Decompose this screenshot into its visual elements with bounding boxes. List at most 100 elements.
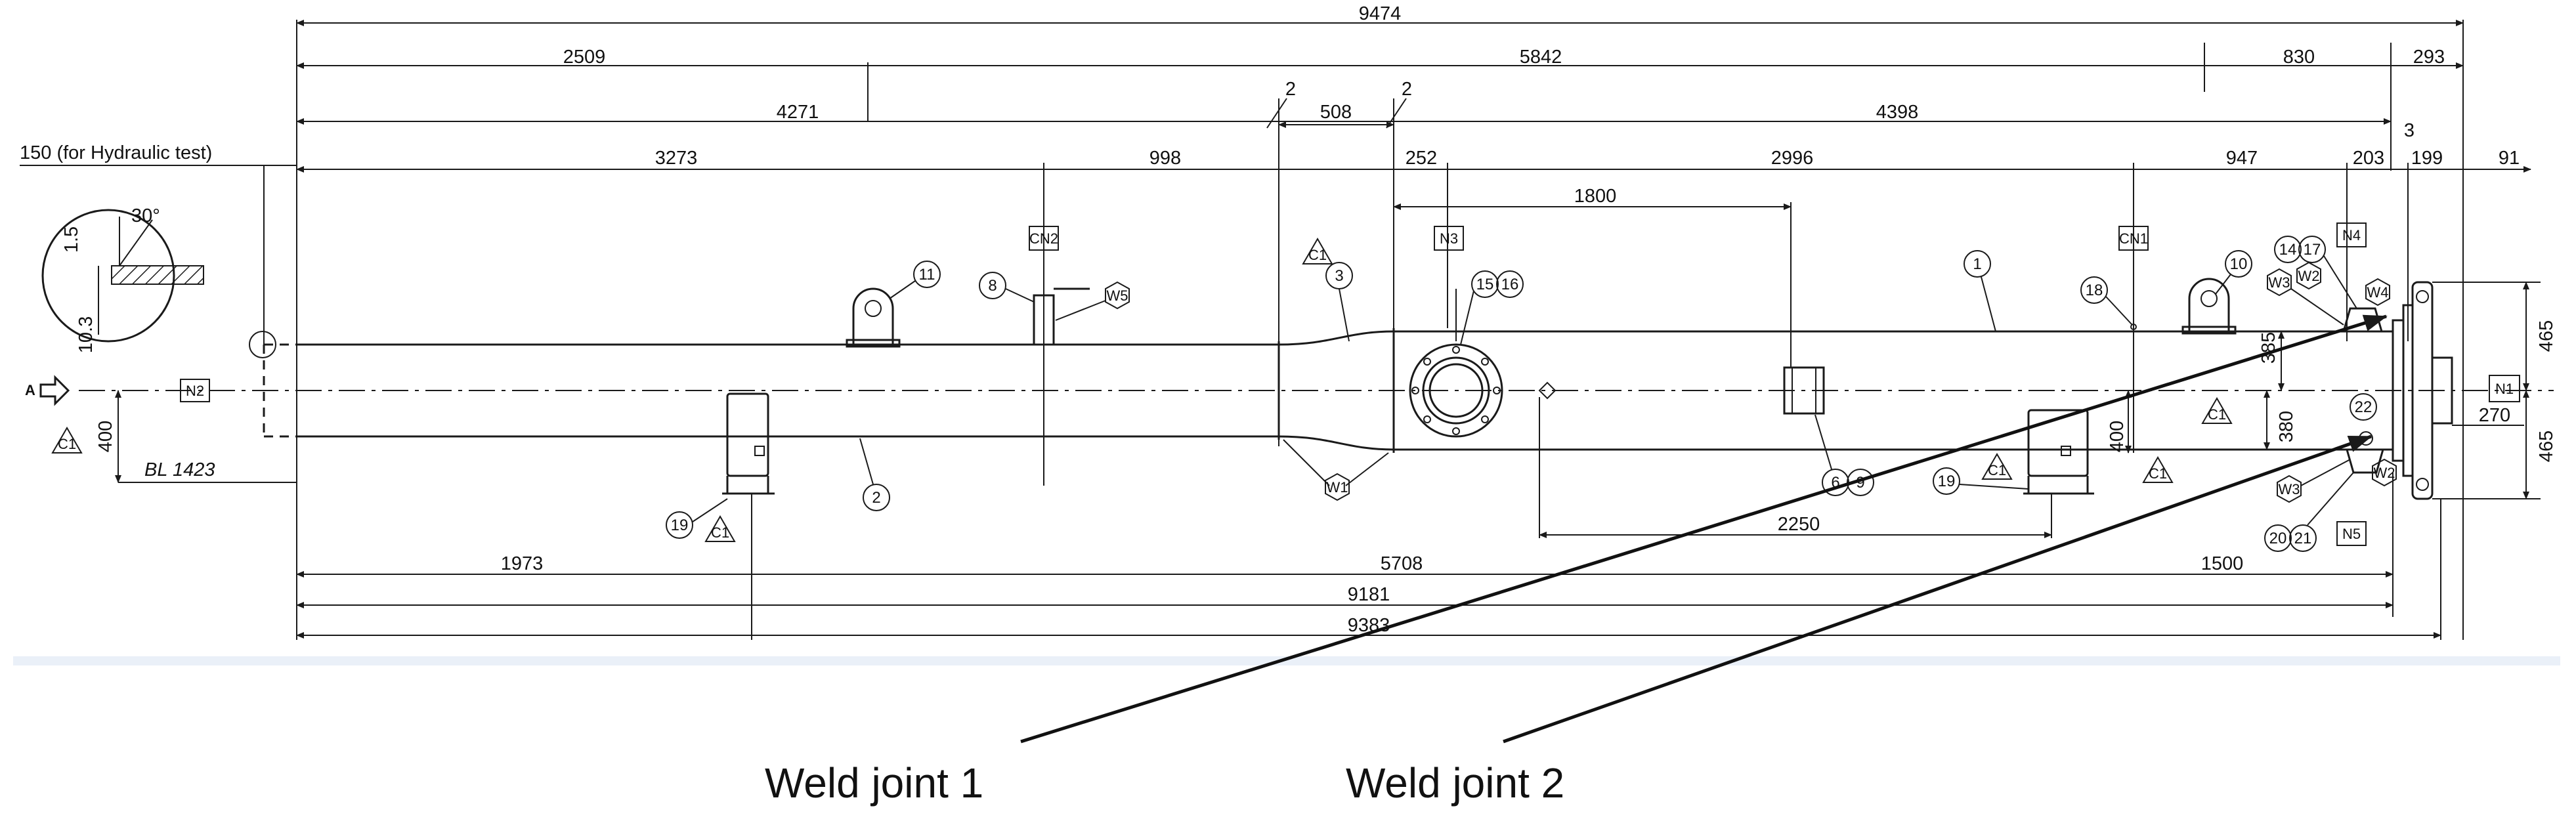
nozzle-tag-n4: N4 bbox=[2336, 222, 2367, 247]
detail-1-5: 1.5 bbox=[61, 226, 82, 253]
balloon-18: 18 bbox=[2080, 276, 2133, 326]
svg-text:2: 2 bbox=[872, 489, 880, 507]
svg-text:3: 3 bbox=[1335, 267, 1343, 285]
balloon-16: 16 bbox=[1460, 270, 1524, 345]
balloon-17: 17 bbox=[2298, 236, 2357, 309]
nozzle-tag-n1: N1 bbox=[2489, 375, 2520, 402]
detail-30deg: 30° bbox=[131, 205, 160, 226]
inspection-symbols: C1 C1 C1 C1 C1 C1 bbox=[51, 238, 2233, 542]
svg-text:W2: W2 bbox=[2374, 465, 2395, 481]
dim-203: 203 bbox=[2353, 148, 2384, 169]
balloon-11: 11 bbox=[889, 261, 941, 299]
dim-1500: 1500 bbox=[2201, 553, 2244, 574]
dim-3273: 3273 bbox=[655, 148, 698, 169]
weld-joint-1-arrow bbox=[1020, 314, 2388, 744]
balloon-14: 14 bbox=[2274, 236, 2302, 263]
weld-tags: W1 W5 W3 W2 W4 W2 W3 bbox=[1055, 261, 2397, 503]
inspection-triangle: C1 bbox=[51, 427, 83, 454]
dim-830: 830 bbox=[2283, 47, 2315, 68]
dim-5708: 5708 bbox=[1381, 553, 1423, 574]
dim-385: 385 bbox=[2258, 332, 2279, 364]
svg-text:10: 10 bbox=[2230, 255, 2248, 273]
svg-text:16: 16 bbox=[1501, 276, 1519, 293]
weld-tag-w5: W5 bbox=[1055, 281, 1130, 321]
nozzle-tag-n5: N5 bbox=[2336, 521, 2367, 546]
svg-text:20: 20 bbox=[2269, 530, 2287, 547]
svg-text:C1: C1 bbox=[2208, 406, 2226, 423]
vertical-dimensions: 400 BL 1423 400 380 385 bbox=[95, 331, 2297, 483]
svg-text:C1: C1 bbox=[1308, 247, 1327, 263]
baseline-label: BL 1423 bbox=[144, 459, 215, 480]
bevel-detail: 30° 1.5 10.3 bbox=[41, 205, 276, 358]
dim-gap-2a: 2 bbox=[1285, 79, 1296, 100]
weld-tag-w2-bottom: W2 bbox=[2372, 458, 2397, 487]
svg-text:11: 11 bbox=[919, 266, 935, 284]
svg-text:8: 8 bbox=[988, 277, 997, 295]
dim-465-bottom: 465 bbox=[2536, 431, 2557, 462]
weld-joint-2-caption: Weld joint 2 bbox=[1346, 759, 1564, 807]
dim-998: 998 bbox=[1149, 148, 1181, 169]
balloon-3: 3 bbox=[1325, 262, 1353, 342]
svg-text:N3: N3 bbox=[1440, 230, 1458, 247]
balloon-21: 21 bbox=[2289, 472, 2354, 552]
balloon-8: 8 bbox=[979, 272, 1035, 303]
svg-text:N1: N1 bbox=[2495, 381, 2514, 397]
dim-91: 91 bbox=[2499, 148, 2520, 169]
dim-465-top: 465 bbox=[2536, 320, 2557, 352]
svg-text:W1: W1 bbox=[1327, 479, 1348, 496]
svg-text:W3: W3 bbox=[2279, 481, 2300, 497]
svg-text:W5: W5 bbox=[1107, 287, 1128, 304]
svg-text:18: 18 bbox=[2086, 282, 2103, 299]
balloon-9: 9 bbox=[1814, 414, 1874, 496]
dim-293: 293 bbox=[2413, 47, 2445, 68]
balloon-1: 1 bbox=[1964, 250, 1996, 332]
part-balloons: 11 8 3 15 16 1 18 10 14 17 22 20 21 6 9 … bbox=[666, 236, 2377, 552]
svg-text:N5: N5 bbox=[2342, 526, 2361, 542]
dim-hydraulic: 150 (for Hydraulic test) bbox=[20, 142, 212, 163]
dim-4271: 4271 bbox=[777, 102, 819, 123]
top-dimensions: 9474 2509 5842 830 293 4271 4398 2 508 2… bbox=[20, 3, 2531, 640]
balloon-15: 15 bbox=[1471, 270, 1499, 298]
flange-bolt-holes bbox=[1411, 346, 1501, 435]
supports bbox=[722, 249, 2384, 640]
view-marker-label: A bbox=[25, 382, 35, 398]
inspection-triangle: C1 bbox=[704, 515, 736, 542]
dim-400-left: 400 bbox=[95, 421, 116, 452]
dim-252: 252 bbox=[1406, 148, 1437, 169]
svg-text:N2: N2 bbox=[186, 383, 204, 399]
weld-tag-w1: W1 bbox=[1283, 439, 1389, 501]
inspection-triangle: C1 bbox=[1302, 238, 1333, 264]
balloon-22: 22 bbox=[2350, 393, 2377, 421]
svg-text:CN1: CN1 bbox=[2119, 230, 2148, 247]
dim-3: 3 bbox=[2404, 120, 2415, 141]
bottom-dimensions: 1973 5708 1500 9181 9383 bbox=[296, 473, 2441, 640]
nozzle-tag-n2: N2 bbox=[180, 379, 210, 402]
svg-text:W3: W3 bbox=[2269, 274, 2290, 291]
detail-10-3: 10.3 bbox=[75, 316, 97, 353]
separator-band bbox=[13, 656, 2560, 665]
dim-400-right: 400 bbox=[2107, 421, 2128, 452]
svg-text:C1: C1 bbox=[1988, 462, 2006, 478]
dim-1800: 1800 bbox=[1574, 186, 1617, 207]
svg-text:21: 21 bbox=[2294, 530, 2312, 547]
balloon-20: 20 bbox=[2264, 524, 2292, 552]
view-marker-a: A bbox=[25, 375, 70, 406]
dim-1973: 1973 bbox=[501, 553, 544, 574]
weld-tag-w2-top: W2 bbox=[2296, 261, 2321, 290]
svg-text:22: 22 bbox=[2355, 398, 2372, 416]
svg-text:W2: W2 bbox=[2298, 268, 2320, 284]
dim-2996: 2996 bbox=[1771, 148, 1814, 169]
dim-2250: 2250 bbox=[1778, 514, 1820, 535]
dim-380: 380 bbox=[2276, 411, 2297, 442]
weld-joint-2-arrow bbox=[1503, 434, 2372, 744]
balloon-19-right: 19 bbox=[1933, 467, 2029, 495]
balloon-2: 2 bbox=[859, 438, 890, 511]
weld-joint-1-caption: Weld joint 1 bbox=[765, 759, 983, 807]
nozzle-tag-cn2: CN2 bbox=[1029, 226, 1059, 251]
svg-text:19: 19 bbox=[671, 517, 689, 534]
svg-text:15: 15 bbox=[1476, 276, 1494, 293]
svg-text:14: 14 bbox=[2279, 241, 2297, 259]
weld-tag-w3-bottom: W3 bbox=[2277, 459, 2351, 503]
dim-2509: 2509 bbox=[563, 47, 606, 68]
